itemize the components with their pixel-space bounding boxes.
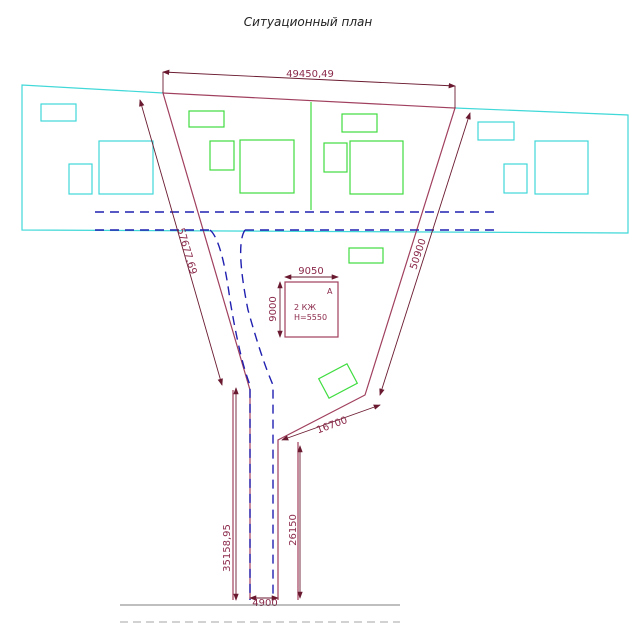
building xyxy=(349,140,404,195)
dim-road-left: 35158,95 xyxy=(222,524,233,572)
dim-building-width: 9050 xyxy=(298,266,323,277)
building-height: H=5550 xyxy=(294,313,327,322)
label-box xyxy=(477,121,515,141)
small-building xyxy=(68,163,93,195)
label-box xyxy=(188,110,225,128)
rotated-box xyxy=(317,362,359,400)
dim-road-width: 4900 xyxy=(252,598,277,609)
new-objects xyxy=(188,102,404,400)
small-building xyxy=(323,142,348,173)
building-marker: А xyxy=(327,287,333,296)
building-2kzh xyxy=(284,281,339,338)
building xyxy=(534,140,589,195)
dimension-lines xyxy=(139,69,471,601)
label-box xyxy=(40,103,77,122)
label-box xyxy=(348,247,384,264)
dim-left-side: 57677,69 xyxy=(175,227,199,276)
label-box xyxy=(341,113,378,133)
building xyxy=(239,139,295,194)
dim-building-height: 9000 xyxy=(268,296,279,321)
small-building xyxy=(209,140,235,171)
existing-plots xyxy=(21,84,629,234)
small-building xyxy=(503,163,528,194)
plot-boundary xyxy=(162,92,456,600)
dim-top-width: 49450,49 xyxy=(286,69,334,80)
dim-right-side: 50900 xyxy=(408,237,428,271)
building xyxy=(98,140,154,195)
dim-road-right: 26150 xyxy=(288,514,299,546)
drawing-title: Ситуационный план xyxy=(244,15,373,29)
existing-plot-boundary xyxy=(21,84,629,234)
building-name: 2 КЖ xyxy=(294,303,316,312)
